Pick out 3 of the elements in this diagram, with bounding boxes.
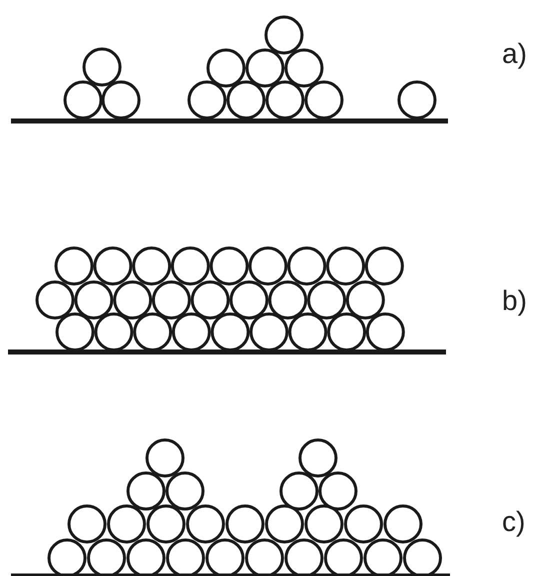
panel-label: a) bbox=[502, 40, 527, 68]
panel-label: b) bbox=[502, 287, 527, 315]
panel-label: c) bbox=[502, 508, 526, 536]
